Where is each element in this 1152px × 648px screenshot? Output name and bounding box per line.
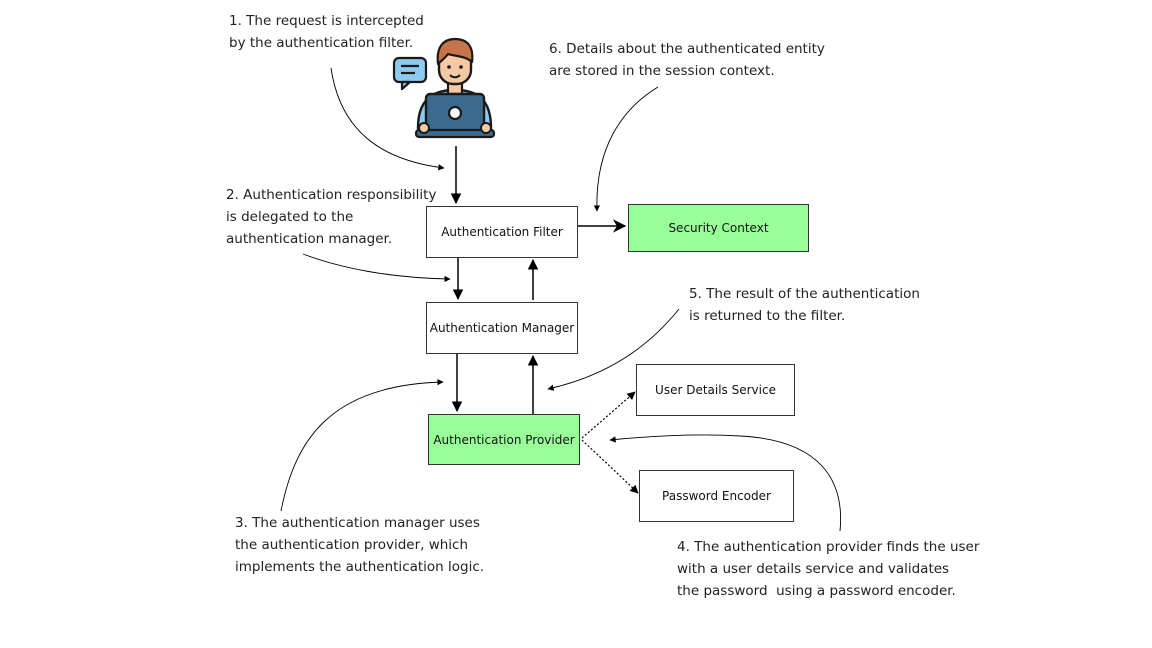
authentication-manager-box: Authentication Manager <box>426 302 578 354</box>
annotation-step6: 6. Details about the authenticated entit… <box>549 38 825 82</box>
authentication-manager-label: Authentication Manager <box>429 321 575 335</box>
annotation-step2: 2. Authentication responsibility is dele… <box>226 184 436 250</box>
annotation-step5: 5. The result of the authentication is r… <box>689 283 920 327</box>
annotation-line: 3. The authentication manager uses <box>235 515 480 531</box>
annotation-line: authentication manager. <box>226 231 393 247</box>
dotted-arrow-to-password-encoder <box>581 439 639 494</box>
user-details-service-box: User Details Service <box>636 364 795 416</box>
annotation-step4: 4. The authentication provider finds the… <box>677 536 979 602</box>
annotation-line: is returned to the filter. <box>689 308 846 324</box>
callout-curve-step2 <box>302 253 451 283</box>
annotation-line: 6. Details about the authenticated entit… <box>549 41 825 57</box>
callout-curve-step4 <box>609 434 842 532</box>
password-encoder-box: Password Encoder <box>639 470 794 522</box>
authentication-filter-box: Authentication Filter <box>426 206 578 258</box>
annotation-line: 1. The request is intercepted <box>229 13 424 29</box>
authentication-provider-label: Authentication Provider <box>433 432 575 447</box>
callout-curve-step5 <box>547 308 680 391</box>
annotation-line: the password using a password encoder. <box>677 583 956 599</box>
annotation-line: 2. Authentication responsibility <box>226 187 437 203</box>
password-encoder-label: Password Encoder <box>662 489 771 503</box>
annotation-line: is delegated to the <box>226 209 354 225</box>
annotation-line: 5. The result of the authentication <box>689 286 920 302</box>
annotation-step1: 1. The request is intercepted by the aut… <box>229 10 424 54</box>
annotation-line: 4. The authentication provider finds the… <box>677 539 980 555</box>
callout-curve-step3 <box>280 379 444 512</box>
security-context-label: Security Context <box>668 221 769 235</box>
annotation-line: the authentication provider, which <box>235 537 469 553</box>
annotation-step3: 3. The authentication manager uses the a… <box>235 512 484 578</box>
user-details-service-label: User Details Service <box>655 383 776 397</box>
authentication-provider-box: Authentication Provider <box>428 414 580 465</box>
speech-bubble-icon <box>392 56 428 91</box>
callout-curve-step1 <box>330 67 445 171</box>
user-with-laptop-icon <box>392 36 498 140</box>
callout-curve-step6 <box>593 86 659 212</box>
annotation-line: are stored in the session context. <box>549 63 775 79</box>
authentication-filter-label: Authentication Filter <box>441 225 563 239</box>
dotted-arrow-to-user-details-service <box>581 391 636 439</box>
annotation-line: with a user details service and validate… <box>677 561 950 577</box>
annotation-line: implements the authentication logic. <box>235 559 485 575</box>
annotation-line: by the authentication filter. <box>229 35 414 51</box>
security-context-box: Security Context <box>628 204 809 252</box>
